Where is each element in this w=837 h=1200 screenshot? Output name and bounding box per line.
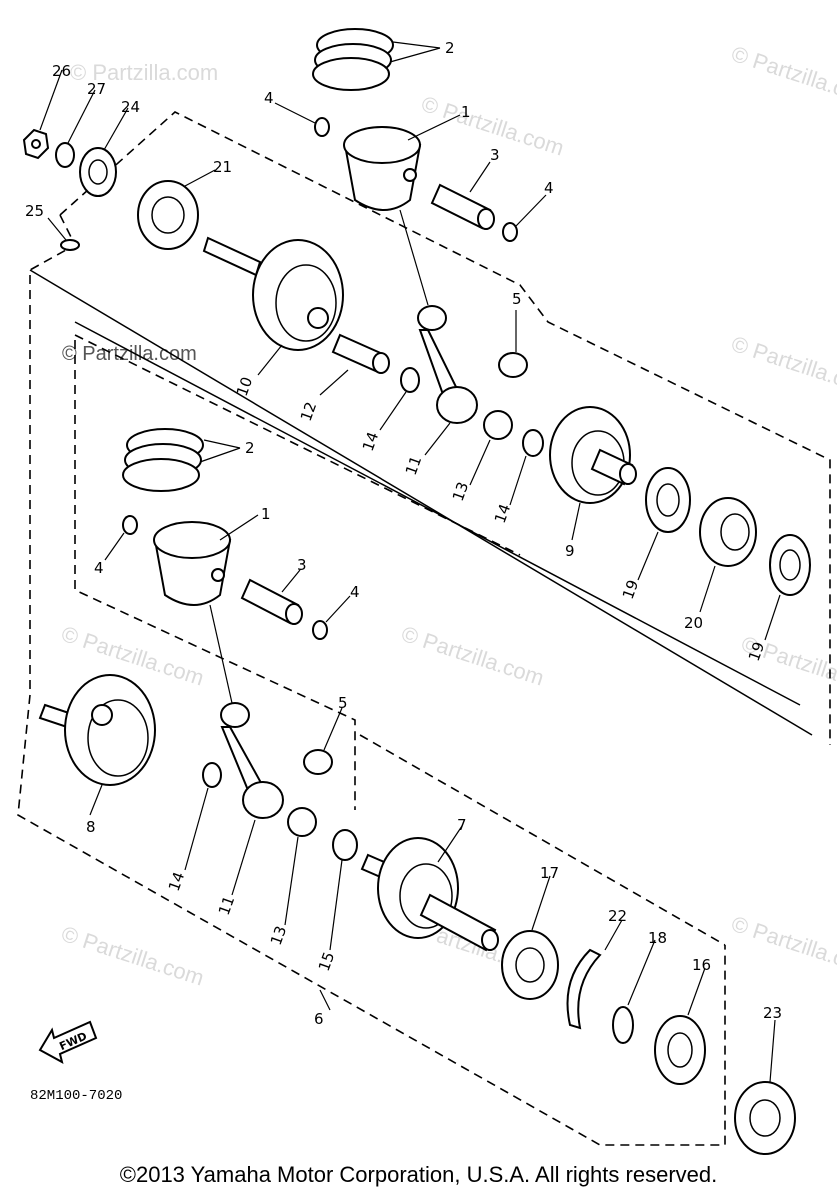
diagram-code: 82M100-7020 [30,1088,122,1104]
callout-label: 2 [445,39,455,57]
crank-wheel-center [549,406,637,504]
callout-label: 13 [267,923,290,947]
watermark: © Partzilla.com [58,921,207,991]
circlip-ring-icon [566,948,602,1030]
thrust-washer-icon [202,762,222,788]
callout-label: 10 [233,374,256,398]
callout-label: 21 [213,158,232,176]
callout-label: 27 [87,80,106,98]
callout-label: 9 [565,542,575,560]
callout-label: 1 [461,103,471,121]
callout-label: 15 [315,949,338,973]
watermark: © Partzilla.com [728,331,837,401]
piston-pin-upper [430,183,495,230]
crankshaft-assembly-outline-left [17,214,726,1146]
callout-label: 1 [261,505,271,523]
oil-seal-center-icon [332,829,358,861]
callout-label: 3 [490,146,500,164]
piston-upper [343,126,422,211]
crank-wheel-left-upper [202,236,344,351]
assembly-guide-line [399,209,429,306]
bearing-left-icon [137,180,199,250]
crankshaft-assembly-outline-upper [59,111,831,745]
assembly-boundary-line [29,269,813,736]
callout-label: 14 [359,429,382,453]
big-end-bearing-lower [287,807,317,837]
callout-label: 3 [297,556,307,574]
labyrinth-seal-icon [699,497,757,567]
small-end-bearing-lower [303,749,333,775]
bearing-lower-center-icon [501,930,559,1000]
bearing-right-upper-icon [769,534,811,596]
piston-ring-set-lower [122,428,204,492]
oil-seal-right-icon [734,1081,796,1155]
oil-seal-left-icon [79,147,117,197]
piston-ring-set-upper [312,28,394,91]
callout-label: 11 [402,453,425,477]
big-end-bearing-upper [483,410,513,440]
callout-label: 26 [52,62,71,80]
callout-label: 5 [512,290,522,308]
connecting-rod-upper [417,305,478,424]
copyright-notice: ©2013 Yamaha Motor Corporation, U.S.A. A… [119,1162,718,1187]
lock-washer-icon [55,142,75,168]
assembly-guide-line [209,604,233,704]
callout-label: 2 [245,439,255,457]
forward-arrow-icon: FWD [38,1020,98,1064]
callout-label: 23 [763,1004,782,1022]
callout-label: 4 [264,89,274,107]
assembly-boundary-line [74,321,801,706]
bearing-right-lower-icon [654,1015,706,1085]
callout-label: 4 [94,559,104,577]
callout-label: 24 [121,98,140,116]
callout-label: 25 [25,202,44,220]
woodruff-key-icon [60,239,80,251]
leader-lines [39,41,781,1083]
callout-label: 4 [350,583,360,601]
watermark: © Partzilla.com [398,621,547,691]
piston-lower [153,521,232,606]
callout-label: 16 [692,956,711,974]
crank-nut-icon [22,128,50,160]
assembly-outlines [17,111,831,1146]
callout-label: 8 [86,818,96,836]
callout-label: 20 [684,614,703,632]
callout-label: 5 [338,694,348,712]
watermark: © Partzilla.com [728,911,837,981]
callout-label: 17 [540,864,559,882]
watermark: © Partzilla.com [728,41,837,111]
circlip-icon [312,620,328,640]
circlip-icon [122,515,138,535]
callout-label: 18 [648,929,667,947]
callout-label: 7 [457,816,467,834]
callout-label: 11 [215,893,238,917]
crank-pin-icon [331,333,390,374]
bearing-center-icon [645,467,691,533]
thrust-washer-icon [400,367,420,393]
thrust-washer-icon [522,429,544,457]
circlip-icon [502,222,518,242]
circlip-icon [314,117,330,137]
shim-icon [612,1006,634,1044]
crank-wheel-left-lower [38,674,156,786]
callout-label: 14 [491,501,514,525]
piston-pin-lower [240,578,303,625]
small-end-bearing-upper [498,352,528,378]
callout-label: 13 [449,479,472,503]
callout-label: 4 [544,179,554,197]
callout-labels: 2 1 3 4 4 5 26 27 24 21 25 10 12 14 11 1… [25,39,782,1028]
watermark: © Partzilla.com [58,621,207,691]
crank-wheel-right-lower [360,837,499,952]
callout-label: 14 [165,869,188,893]
callout-label: 19 [619,577,642,601]
connecting-rod-group-outline [74,340,356,810]
callout-label: 19 [745,639,768,663]
connecting-rod-lower [220,702,284,819]
watermark: © Partzilla.com [70,60,218,85]
callout-label: 22 [608,907,627,925]
callout-label: 6 [314,1010,324,1028]
crank-wheel-group-outline [359,734,726,946]
callout-label: 12 [297,399,320,423]
